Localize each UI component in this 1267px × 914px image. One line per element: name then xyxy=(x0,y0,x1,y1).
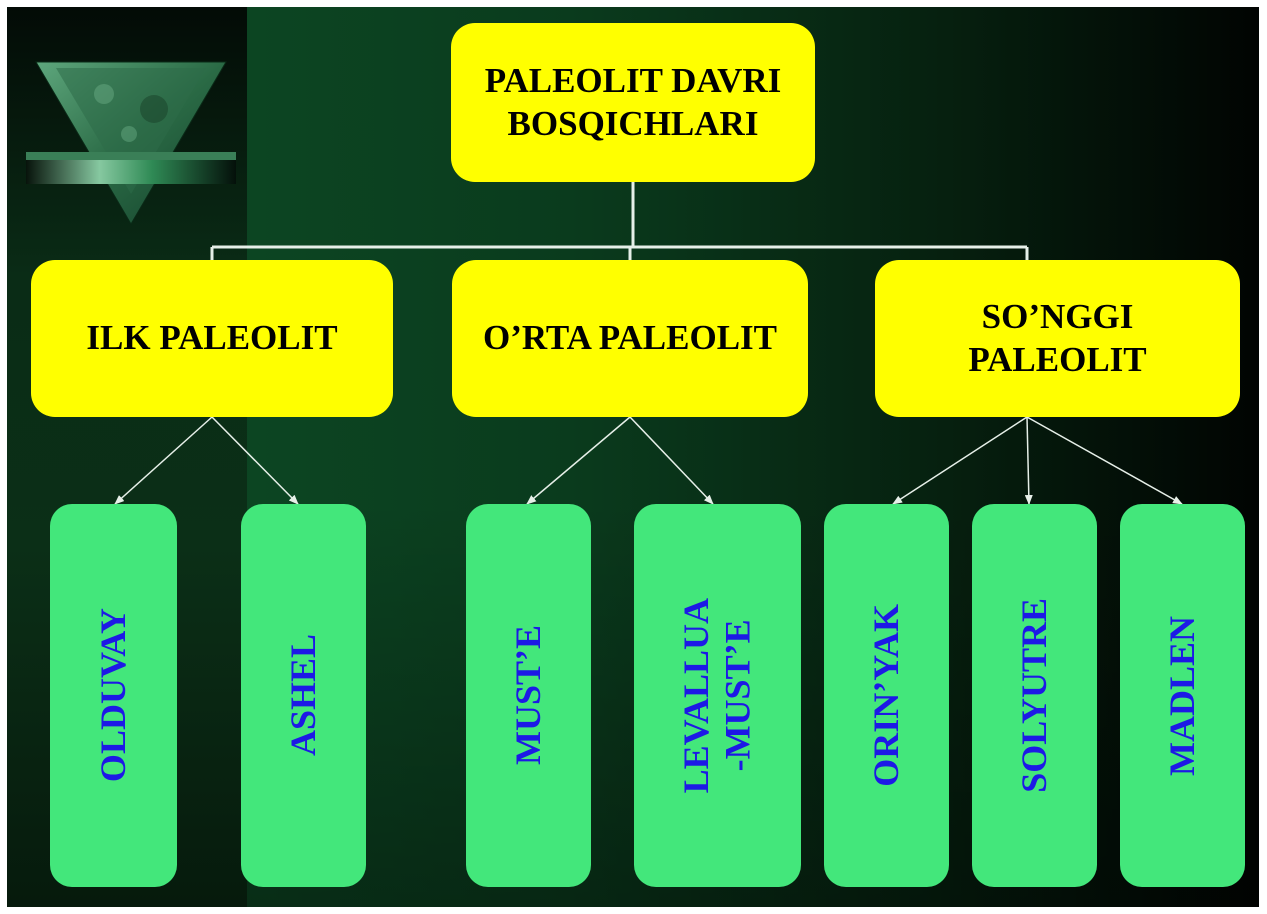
culture-box-olduvay: OLDUVAY xyxy=(50,504,177,887)
connector-lines xyxy=(114,182,1183,505)
culture-label-madlen: MADLEN xyxy=(1161,615,1202,776)
stage-label-songgi: SO’NGGI PALEOLIT xyxy=(968,296,1147,379)
culture-label-orinyak: ORIN’YAK xyxy=(865,604,906,787)
culture-box-madlen: MADLEN xyxy=(1120,504,1245,887)
culture-box-ashel: ASHEL xyxy=(241,504,366,887)
slide: PALEOLIT DAVRI BOSQICHLARI ILK PALEOLIT … xyxy=(7,7,1259,907)
title-box: PALEOLIT DAVRI BOSQICHLARI xyxy=(451,23,815,182)
stage-label-orta: O’RTA PALEOLIT xyxy=(482,318,778,358)
culture-box-orinyak: ORIN’YAK xyxy=(824,504,949,887)
stage-box-orta: O’RTA PALEOLIT xyxy=(452,260,808,417)
culture-box-levallua-muste: LEVALLUA -MUST’E xyxy=(634,504,801,887)
culture-box-muste: MUST’E xyxy=(466,504,591,887)
stage-box-ilk: ILK PALEOLIT xyxy=(31,260,393,417)
stage-label-ilk: ILK PALEOLIT xyxy=(86,318,338,358)
culture-box-solyutre: SOLYUTRE xyxy=(972,504,1097,887)
culture-label-muste: MUST’E xyxy=(507,625,548,766)
culture-label-levallua-muste: LEVALLUA -MUST’E xyxy=(676,597,758,794)
green-marble-triangle-logo-icon xyxy=(26,61,236,225)
culture-label-solyutre: SOLYUTRE xyxy=(1013,598,1054,793)
culture-label-olduvay: OLDUVAY xyxy=(92,608,133,783)
title-text: PALEOLIT DAVRI BOSQICHLARI xyxy=(484,60,782,143)
stage-box-songgi: SO’NGGI PALEOLIT xyxy=(875,260,1240,417)
culture-label-ashel: ASHEL xyxy=(282,634,323,757)
